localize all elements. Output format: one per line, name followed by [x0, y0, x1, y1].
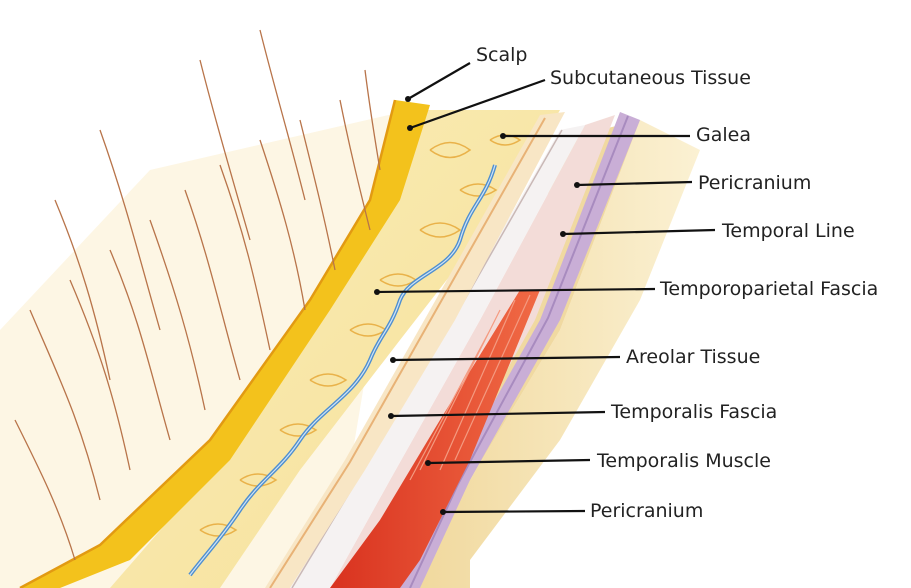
label-subcutaneous-tissue: Subcutaneous Tissue [550, 67, 751, 89]
leader-pericranium-bottom [443, 511, 585, 512]
label-pericranium-top: Pericranium [698, 172, 811, 194]
label-temporalis-fascia: Temporalis Fascia [611, 401, 777, 423]
label-scalp: Scalp [476, 44, 528, 66]
label-temporoparietal-fascia: Temporoparietal Fascia [660, 278, 878, 300]
leader-scalp [408, 63, 470, 99]
label-temporalis-muscle: Temporalis Muscle [597, 450, 771, 472]
label-areolar-tissue: Areolar Tissue [626, 346, 760, 368]
label-pericranium-bottom: Pericranium [590, 500, 703, 522]
label-temporal-line: Temporal Line [722, 220, 855, 242]
label-galea: Galea [696, 124, 751, 146]
